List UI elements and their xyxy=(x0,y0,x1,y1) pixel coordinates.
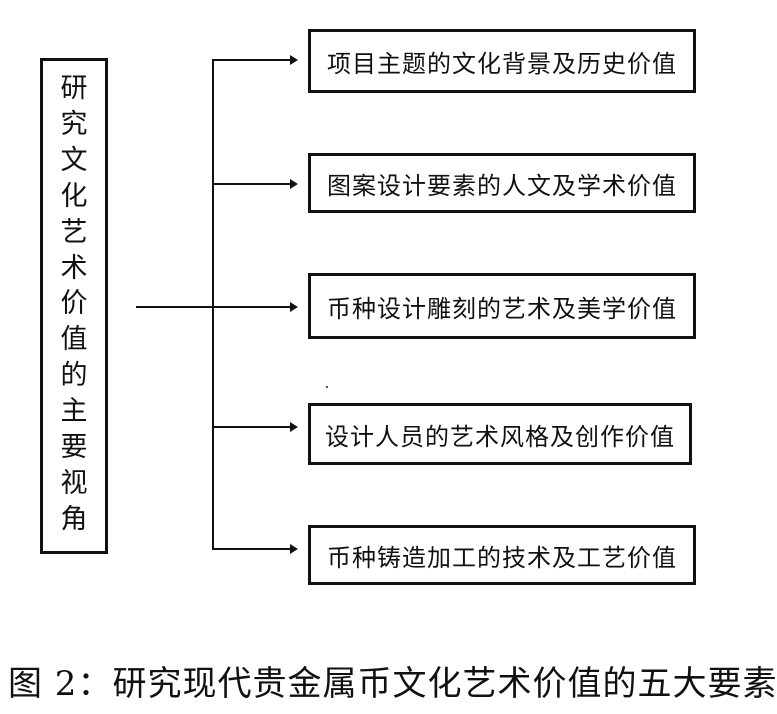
arrow-icon xyxy=(290,179,298,189)
branch-node-box: 币种铸造加工的技术及工艺价值 xyxy=(308,525,696,585)
arrow-icon xyxy=(290,422,298,432)
stray-dot xyxy=(326,386,328,388)
branch-node-box: 项目主题的文化背景及历史价值 xyxy=(308,29,696,93)
branch-connector-line xyxy=(212,183,290,185)
arrow-icon xyxy=(290,544,298,554)
arrow-icon xyxy=(290,55,298,65)
branch-node-box: 图案设计要素的人文及学术价值 xyxy=(308,153,696,213)
root-char: 的 xyxy=(60,360,88,392)
branch-connector-line xyxy=(212,59,290,61)
trunk-line xyxy=(212,59,214,550)
arrow-icon xyxy=(290,302,298,312)
branch-connector-line xyxy=(212,306,290,308)
branch-node-label: 币种铸造加工的技术及工艺价值 xyxy=(327,543,677,572)
root-char: 术 xyxy=(60,252,88,284)
branch-connector-line xyxy=(212,548,290,550)
root-char: 视 xyxy=(60,467,88,499)
branch-connector-line xyxy=(212,426,290,428)
branch-node-box: 设计人员的艺术风格及创作价值 xyxy=(308,403,692,465)
root-char: 研 xyxy=(60,73,88,104)
root-char: 主 xyxy=(60,396,88,428)
branch-node-label: 图案设计要素的人文及学术价值 xyxy=(327,171,677,200)
root-char: 价 xyxy=(60,288,88,320)
root-char: 究 xyxy=(60,108,88,140)
root-char: 值 xyxy=(60,324,88,356)
root-char: 艺 xyxy=(60,216,88,248)
root-char: 文 xyxy=(60,144,88,176)
root-connector-line xyxy=(136,306,214,308)
root-node-box: 研 究 文 化 艺 术 价 值 的 主 要 视 角 xyxy=(40,58,108,554)
root-char: 要 xyxy=(60,432,88,464)
root-char: 角 xyxy=(60,503,88,535)
branch-node-label: 设计人员的艺术风格及创作价值 xyxy=(325,422,675,451)
root-char: 化 xyxy=(60,180,88,212)
figure-caption: 图 2：研究现代贵金属币文化艺术价值的五大要素 xyxy=(8,664,777,704)
branch-node-label: 项目主题的文化背景及历史价值 xyxy=(327,49,677,78)
branch-node-box: 币种设计雕刻的艺术及美学价值 xyxy=(308,273,696,339)
branch-node-label: 币种设计雕刻的艺术及美学价值 xyxy=(327,294,677,323)
